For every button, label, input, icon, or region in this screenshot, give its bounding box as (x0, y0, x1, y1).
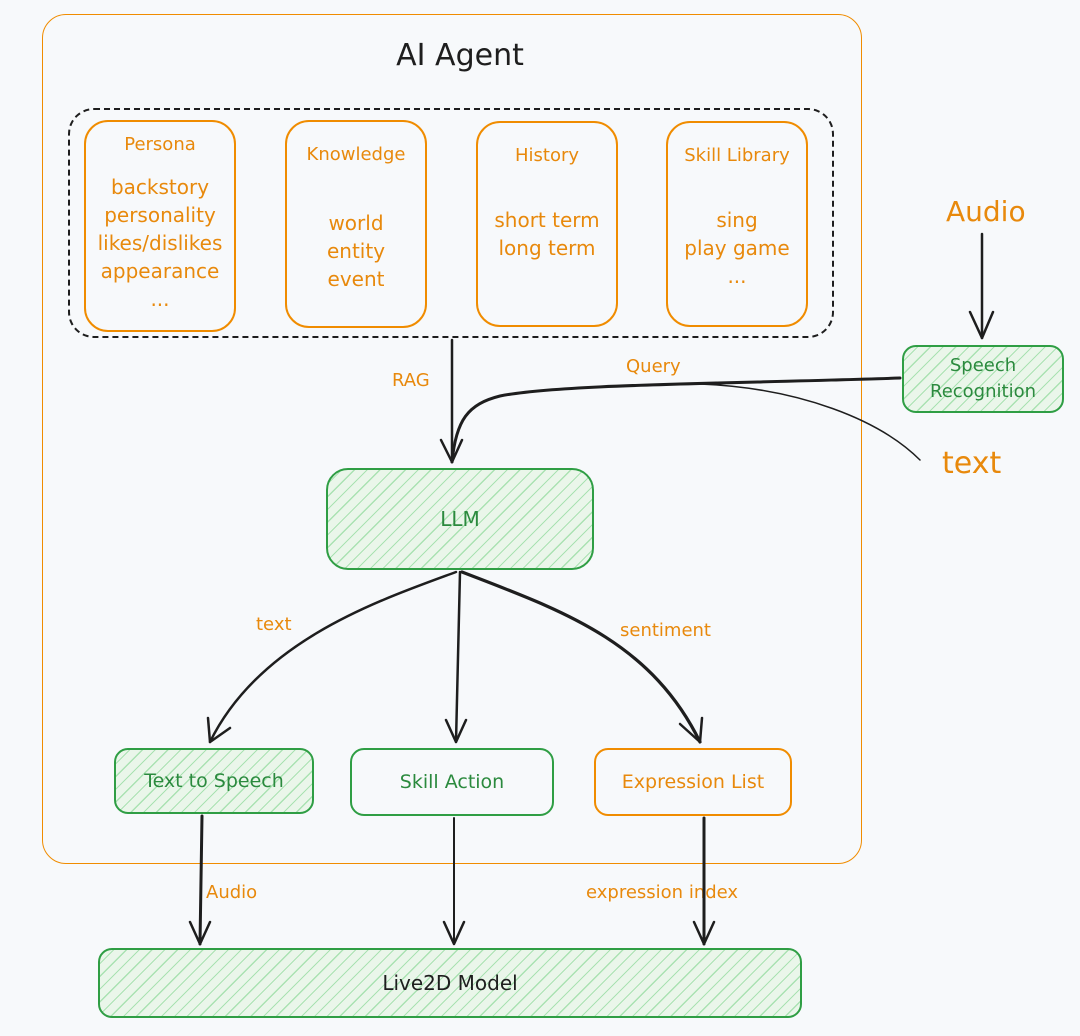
card-line: event (327, 267, 385, 291)
query-label: Query (626, 356, 681, 377)
ai-agent-frame (42, 14, 862, 864)
card-line: likes/dislikes (97, 231, 223, 255)
audio-input-label: Audio (946, 195, 1026, 228)
query-arrow (450, 376, 902, 464)
card-line: short term (494, 208, 600, 232)
llm-to-tts-arrowhead (206, 716, 232, 744)
live2d-model-label: Live2D Model (382, 971, 518, 995)
card-line: long term (498, 236, 596, 260)
card-line: entity (326, 239, 386, 263)
speech-recognition-node: Speech Recognition (902, 345, 1064, 413)
ai-agent-title: AI Agent (396, 38, 524, 73)
skill-to-live2d-arrowhead (442, 920, 466, 946)
card-line: world (328, 211, 384, 235)
audio-to-asr-arrowhead (968, 310, 995, 340)
card-heading: Knowledge (306, 144, 406, 165)
card-line: appearance (100, 259, 220, 283)
llm-node: LLM (326, 468, 594, 570)
expression-to-live2d-arrowhead (692, 920, 716, 946)
rag-label: RAG (392, 370, 430, 391)
persona-card: Persona backstory personality likes/disl… (84, 120, 236, 332)
speech-recognition-label-line: Speech (949, 355, 1017, 376)
llm-to-expression-arrowhead (678, 716, 704, 744)
skill-library-card: Skill Library sing play game ... (666, 121, 808, 327)
knowledge-card: Knowledge world entity event (285, 120, 427, 328)
text-input-label: text (942, 446, 1002, 481)
text-to-speech-node: Text to Speech (114, 748, 314, 814)
text-to-speech-label: Text to Speech (144, 770, 284, 792)
audio-output-label: Audio (206, 882, 258, 903)
tts-to-live2d-arrow (198, 814, 204, 946)
card-heading: Skill Library (684, 145, 790, 166)
expression-list-label: Expression List (621, 771, 765, 793)
llm-to-expression-arrow (460, 570, 702, 744)
card-line: backstory (110, 175, 210, 199)
llm-to-skill-arrowhead (444, 718, 468, 744)
llm-label: LLM (440, 507, 480, 531)
sentiment-label: sentiment (620, 620, 711, 641)
card-line: personality (104, 203, 216, 227)
card-line: ... (150, 287, 170, 311)
speech-recognition-label-line: Recognition (930, 381, 1036, 402)
history-card: History short term long term (476, 121, 618, 327)
llm-to-skill-arrow (454, 570, 462, 744)
expression-index-label: expression index (586, 882, 739, 903)
tts-to-live2d-arrowhead (188, 920, 212, 946)
card-line: play game (684, 236, 790, 260)
text-edge-label: text (256, 614, 292, 635)
card-heading: History (514, 145, 580, 166)
card-heading: Persona (124, 134, 196, 155)
text-input-connector (699, 383, 921, 461)
card-line: sing (716, 208, 758, 232)
memory-group (68, 108, 834, 338)
live2d-model-node: Live2D Model (98, 948, 802, 1018)
card-line: ... (727, 264, 747, 288)
skill-action-node: Skill Action (350, 748, 554, 816)
expression-list-node: Expression List (594, 748, 792, 816)
llm-to-tts-arrow (208, 570, 458, 744)
skill-action-label: Skill Action (399, 771, 505, 793)
